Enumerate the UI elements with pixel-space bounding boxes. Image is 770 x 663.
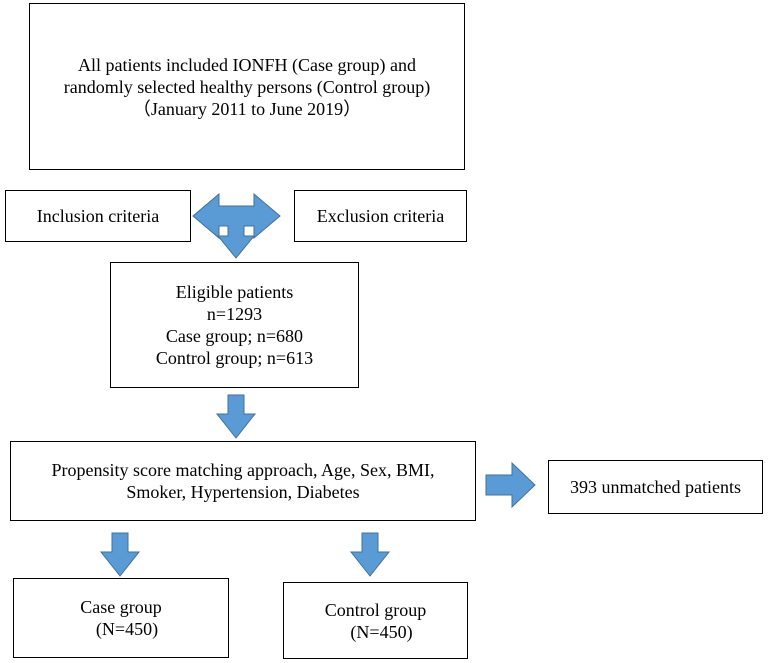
down-arrow-to-case-group	[99, 532, 141, 577]
inclusion-criteria-label: Inclusion criteria	[36, 206, 160, 226]
down-arrow-to-control-group	[349, 532, 391, 577]
matching-line-2: Smoker, Hypertension, Diabetes	[126, 482, 360, 502]
eligible-title: Eligible patients	[175, 282, 294, 302]
right-arrow-to-unmatched	[485, 461, 536, 509]
unmatched-patients-box: 393 unmatched patients	[548, 460, 763, 514]
eligible-patients-box: Eligible patients n=1293 Case group; n=6…	[110, 262, 359, 388]
matching-line-1: Propensity score matching approach, Age,…	[51, 460, 435, 480]
propensity-matching-box: Propensity score matching approach, Age,…	[10, 441, 476, 521]
eligible-case-count: Case group; n=680	[165, 326, 304, 346]
case-group-result-box: Case group (N=450)	[13, 578, 229, 658]
control-result-label: Control group	[324, 599, 427, 620]
case-result-label: Case group	[80, 597, 162, 617]
source-line-3: （January 2011 to June 2019）	[132, 98, 362, 119]
source-line-1: All patients included IONFH (Case group)…	[78, 54, 416, 75]
inclusion-exclusion-double-arrow	[192, 192, 281, 259]
source-population-box: All patients included IONFH (Case group)…	[29, 3, 465, 170]
unmatched-label: 393 unmatched patients	[570, 477, 741, 497]
exclusion-criteria-box: Exclusion criteria	[294, 190, 467, 242]
control-group-result-box: Control group (N=450)	[283, 582, 468, 659]
case-result-count: (N=450)	[95, 619, 159, 639]
down-arrow-to-matching	[215, 394, 257, 439]
control-result-count: (N=450)	[350, 621, 413, 642]
eligible-total: n=1293	[206, 304, 263, 324]
eligible-control-count: Control group; n=613	[155, 348, 314, 368]
source-line-2: randomly selected healthy persons (Contr…	[63, 76, 431, 97]
exclusion-criteria-label: Exclusion criteria	[316, 206, 445, 226]
inclusion-criteria-box: Inclusion criteria	[5, 190, 191, 242]
